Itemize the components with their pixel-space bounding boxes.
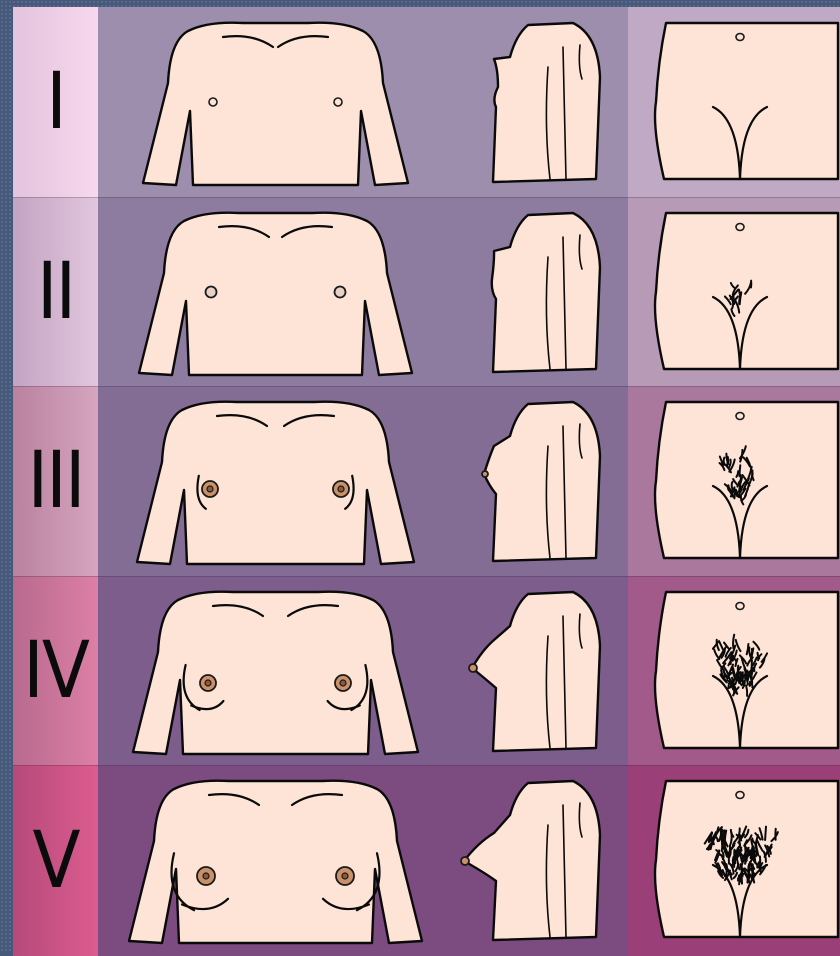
pubic-view (628, 7, 840, 197)
side-torso-outline (484, 402, 600, 561)
front-torso (139, 212, 412, 374)
pubic-region (655, 402, 838, 558)
navel-icon (736, 33, 744, 40)
areola (335, 286, 346, 297)
hair-strand (738, 665, 739, 674)
areola (206, 286, 217, 297)
pubic-view (628, 765, 840, 955)
pubic-hair-cell (628, 197, 840, 388)
pubic-hair-cell (628, 765, 840, 956)
front-torso (129, 781, 422, 943)
stage-grid: IIIIIIIVV (13, 7, 840, 951)
pubic-region (655, 213, 838, 369)
pubic-region (655, 23, 838, 179)
stage-label-cell: II (13, 197, 98, 388)
stage-label-cell: I (13, 7, 98, 198)
nipple (334, 98, 342, 106)
breast-views (98, 197, 628, 387)
side-torso (492, 213, 600, 372)
side-torso (469, 592, 600, 751)
nipple-side (461, 857, 469, 865)
front-torso-outline (133, 591, 418, 753)
navel-icon (736, 602, 744, 609)
side-torso (482, 402, 600, 561)
pubic-hair-cell (628, 7, 840, 198)
breast-views (98, 576, 628, 766)
nipple (342, 873, 348, 879)
hair-strand (746, 685, 747, 695)
stage-numeral: V (13, 765, 98, 956)
row-divider (13, 576, 840, 577)
nipple (207, 486, 213, 492)
stage-row: I (13, 7, 840, 198)
pubic-view (628, 576, 840, 766)
pubic-region (655, 781, 838, 937)
front-torso-outline (139, 212, 412, 374)
stage-label-cell: III (13, 386, 98, 577)
hair-strand (724, 458, 725, 465)
navel-icon (736, 223, 744, 230)
navel-icon (736, 792, 744, 799)
nipple (338, 486, 344, 492)
hair-strand (723, 853, 724, 860)
row-divider (13, 386, 840, 387)
breast-views (98, 386, 628, 576)
side-torso (493, 23, 600, 182)
pubic-hair-cell (628, 576, 840, 767)
breast-development-cell (98, 765, 628, 956)
breast-views (98, 7, 628, 197)
breast-development-cell (98, 197, 628, 388)
breast-development-cell (98, 7, 628, 198)
row-divider (13, 197, 840, 198)
hair-strand (735, 687, 736, 693)
front-torso (133, 591, 418, 753)
stage-row: III (13, 386, 840, 577)
stage-numeral: II (13, 197, 98, 388)
front-torso-outline (137, 402, 414, 564)
stage-label-cell: V (13, 765, 98, 956)
pubic-outline (655, 23, 838, 179)
row-divider (13, 765, 840, 766)
front-torso (137, 402, 414, 564)
hair-strand (739, 465, 740, 476)
nipple (340, 680, 346, 686)
pubic-view (628, 197, 840, 387)
stage-row: II (13, 197, 840, 388)
stage-label-cell: IV (13, 576, 98, 767)
nipple (205, 680, 211, 686)
pubic-region (655, 592, 838, 748)
front-torso-outline (143, 23, 408, 185)
stage-row: V (13, 765, 840, 956)
hair-strand (765, 827, 766, 840)
stage-numeral: III (13, 386, 98, 577)
breast-development-cell (98, 576, 628, 767)
pubic-hair-cell (628, 386, 840, 577)
pubic-view (628, 386, 840, 576)
navel-icon (736, 413, 744, 420)
side-torso-outline (472, 592, 600, 751)
hair-strand (747, 677, 748, 684)
hair-strand (733, 634, 734, 647)
stage-row: IV (13, 576, 840, 767)
hair-strand (734, 490, 735, 498)
nipple-side (482, 471, 488, 477)
nipple-side (469, 664, 477, 672)
side-torso (461, 781, 600, 940)
stage-numeral: IV (13, 576, 98, 767)
front-torso (143, 23, 408, 185)
nipple (203, 873, 209, 879)
hair-strand (732, 482, 733, 489)
breast-development-cell (98, 386, 628, 577)
breast-views (98, 765, 628, 955)
stage-numeral: I (13, 7, 98, 198)
nipple (209, 98, 217, 106)
